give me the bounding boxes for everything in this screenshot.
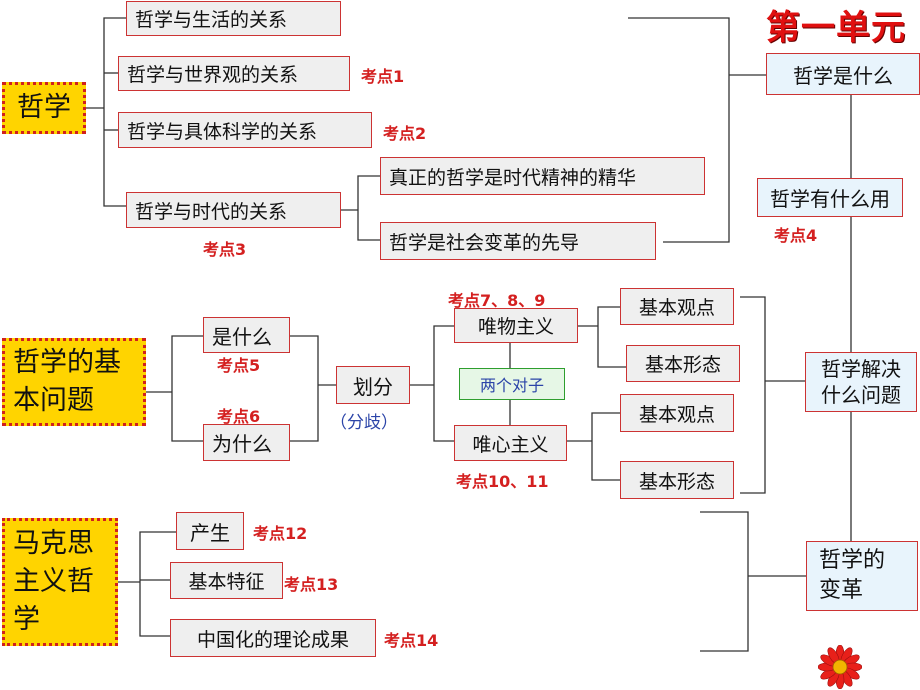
kaodian-4: 考点4 — [774, 226, 818, 245]
section-philosophy-label: 哲学 — [17, 92, 71, 123]
kaodian-1: 考点1 — [361, 67, 405, 86]
node-material-basic-form: 基本形态 — [626, 345, 740, 382]
node-philosophy-solves: 哲学解决什么问题 — [805, 352, 917, 412]
item-worldview-relation: 哲学与世界观的关系 — [118, 56, 350, 91]
node-origin: 产生 — [176, 512, 244, 550]
unit-title: 第一单元 — [766, 8, 906, 48]
item-science-relation: 哲学与具体科学的关系 — [118, 112, 372, 148]
node-divide: 划分 — [336, 366, 410, 404]
kaodian-5: 考点5 — [217, 356, 261, 375]
item-social-guide: 哲学是社会变革的先导 — [380, 222, 656, 260]
kaodian-13: 考点13 — [284, 575, 339, 594]
divide-note: （分歧） — [330, 413, 398, 433]
item-life-relation: 哲学与生活的关系 — [126, 1, 341, 36]
node-philosophy-solves-label: 哲学解决什么问题 — [821, 357, 901, 407]
kaodian-12: 考点12 — [253, 524, 308, 543]
node-idealism: 唯心主义 — [454, 425, 567, 461]
node-materialism: 唯物主义 — [454, 308, 578, 343]
item-era-essence: 真正的哲学是时代精神的精华 — [380, 157, 705, 195]
node-ideal-basic-view: 基本观点 — [620, 394, 734, 432]
node-basic-features: 基本特征 — [170, 562, 283, 599]
node-material-basic-view: 基本观点 — [620, 288, 734, 325]
item-era-relation: 哲学与时代的关系 — [126, 192, 341, 228]
node-use-of-philosophy: 哲学有什么用 — [757, 178, 903, 217]
node-two-pairs: 两个对子 — [459, 368, 565, 400]
section-basic-question: 哲学的基本问题 — [2, 338, 146, 426]
kaodian-3: 考点3 — [203, 240, 247, 259]
node-china-results: 中国化的理论成果 — [170, 619, 376, 657]
node-philosophy-change-label: 哲学的变革 — [819, 548, 886, 603]
node-ideal-basic-form: 基本形态 — [620, 461, 734, 499]
kaodian-14: 考点14 — [384, 631, 439, 650]
red-flower-icon — [818, 645, 862, 689]
node-what-is-philosophy: 哲学是什么 — [766, 53, 920, 95]
node-what: 是什么 — [203, 317, 290, 353]
node-why: 为什么 — [203, 424, 290, 461]
kaodian-10-11: 考点10、11 — [456, 472, 549, 491]
section-philosophy: 哲学 — [2, 82, 86, 134]
node-philosophy-change: 哲学的变革 — [806, 541, 918, 611]
kaodian-6: 考点6 — [217, 407, 261, 426]
section-marxism-label: 马克思主义哲学 — [13, 528, 94, 635]
section-basic-question-label: 哲学的基本问题 — [13, 347, 121, 416]
kaodian-2: 考点2 — [383, 124, 427, 143]
kaodian-7-8-9: 考点7、8、9 — [448, 291, 546, 310]
section-marxism: 马克思主义哲学 — [2, 518, 118, 646]
